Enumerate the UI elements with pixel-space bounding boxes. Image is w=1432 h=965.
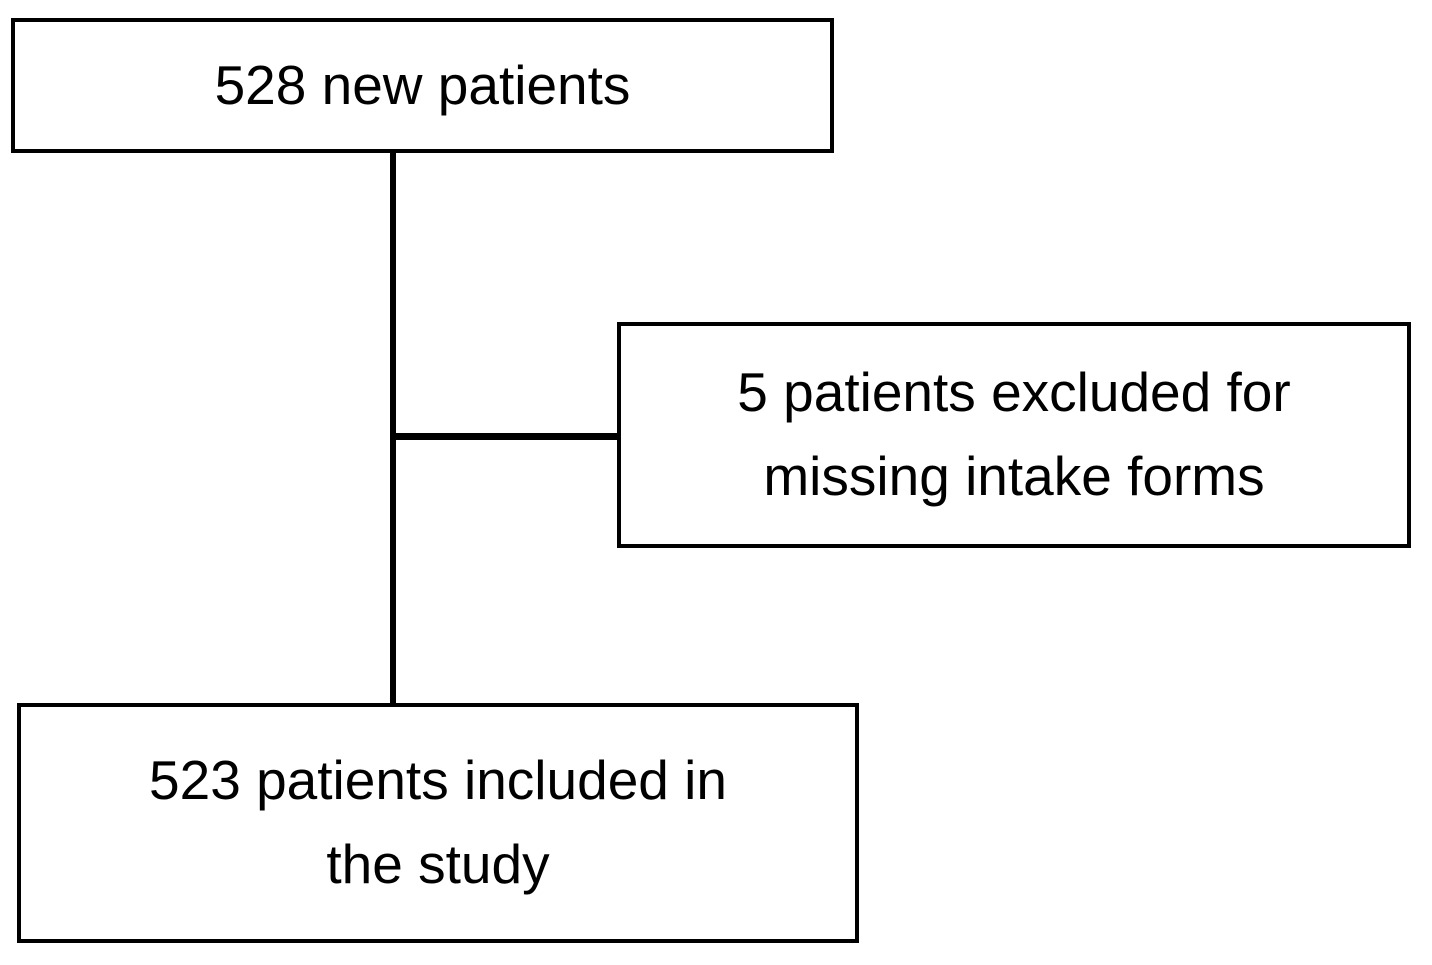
node-text-line: 5 patients excluded for — [737, 361, 1291, 424]
node-text: 523 patients included in the study — [149, 739, 727, 906]
node-text-line: 528 new patients — [214, 53, 631, 116]
node-text-line: the study — [326, 833, 550, 895]
flow-node-excluded-missing-intake: 5 patients excluded for missing intake f… — [617, 322, 1411, 548]
node-text: 5 patients excluded for missing intake f… — [737, 351, 1290, 518]
flow-node-new-patients: 528 new patients — [11, 18, 834, 153]
flow-node-included-in-study: 523 patients included in the study — [17, 703, 859, 943]
connector-vertical-line — [390, 153, 396, 705]
connector-horizontal-branch — [393, 433, 621, 440]
node-text-line: 523 patients included in — [149, 749, 727, 812]
node-text: 528 new patients — [215, 44, 631, 128]
node-text-line: missing intake forms — [763, 445, 1265, 507]
